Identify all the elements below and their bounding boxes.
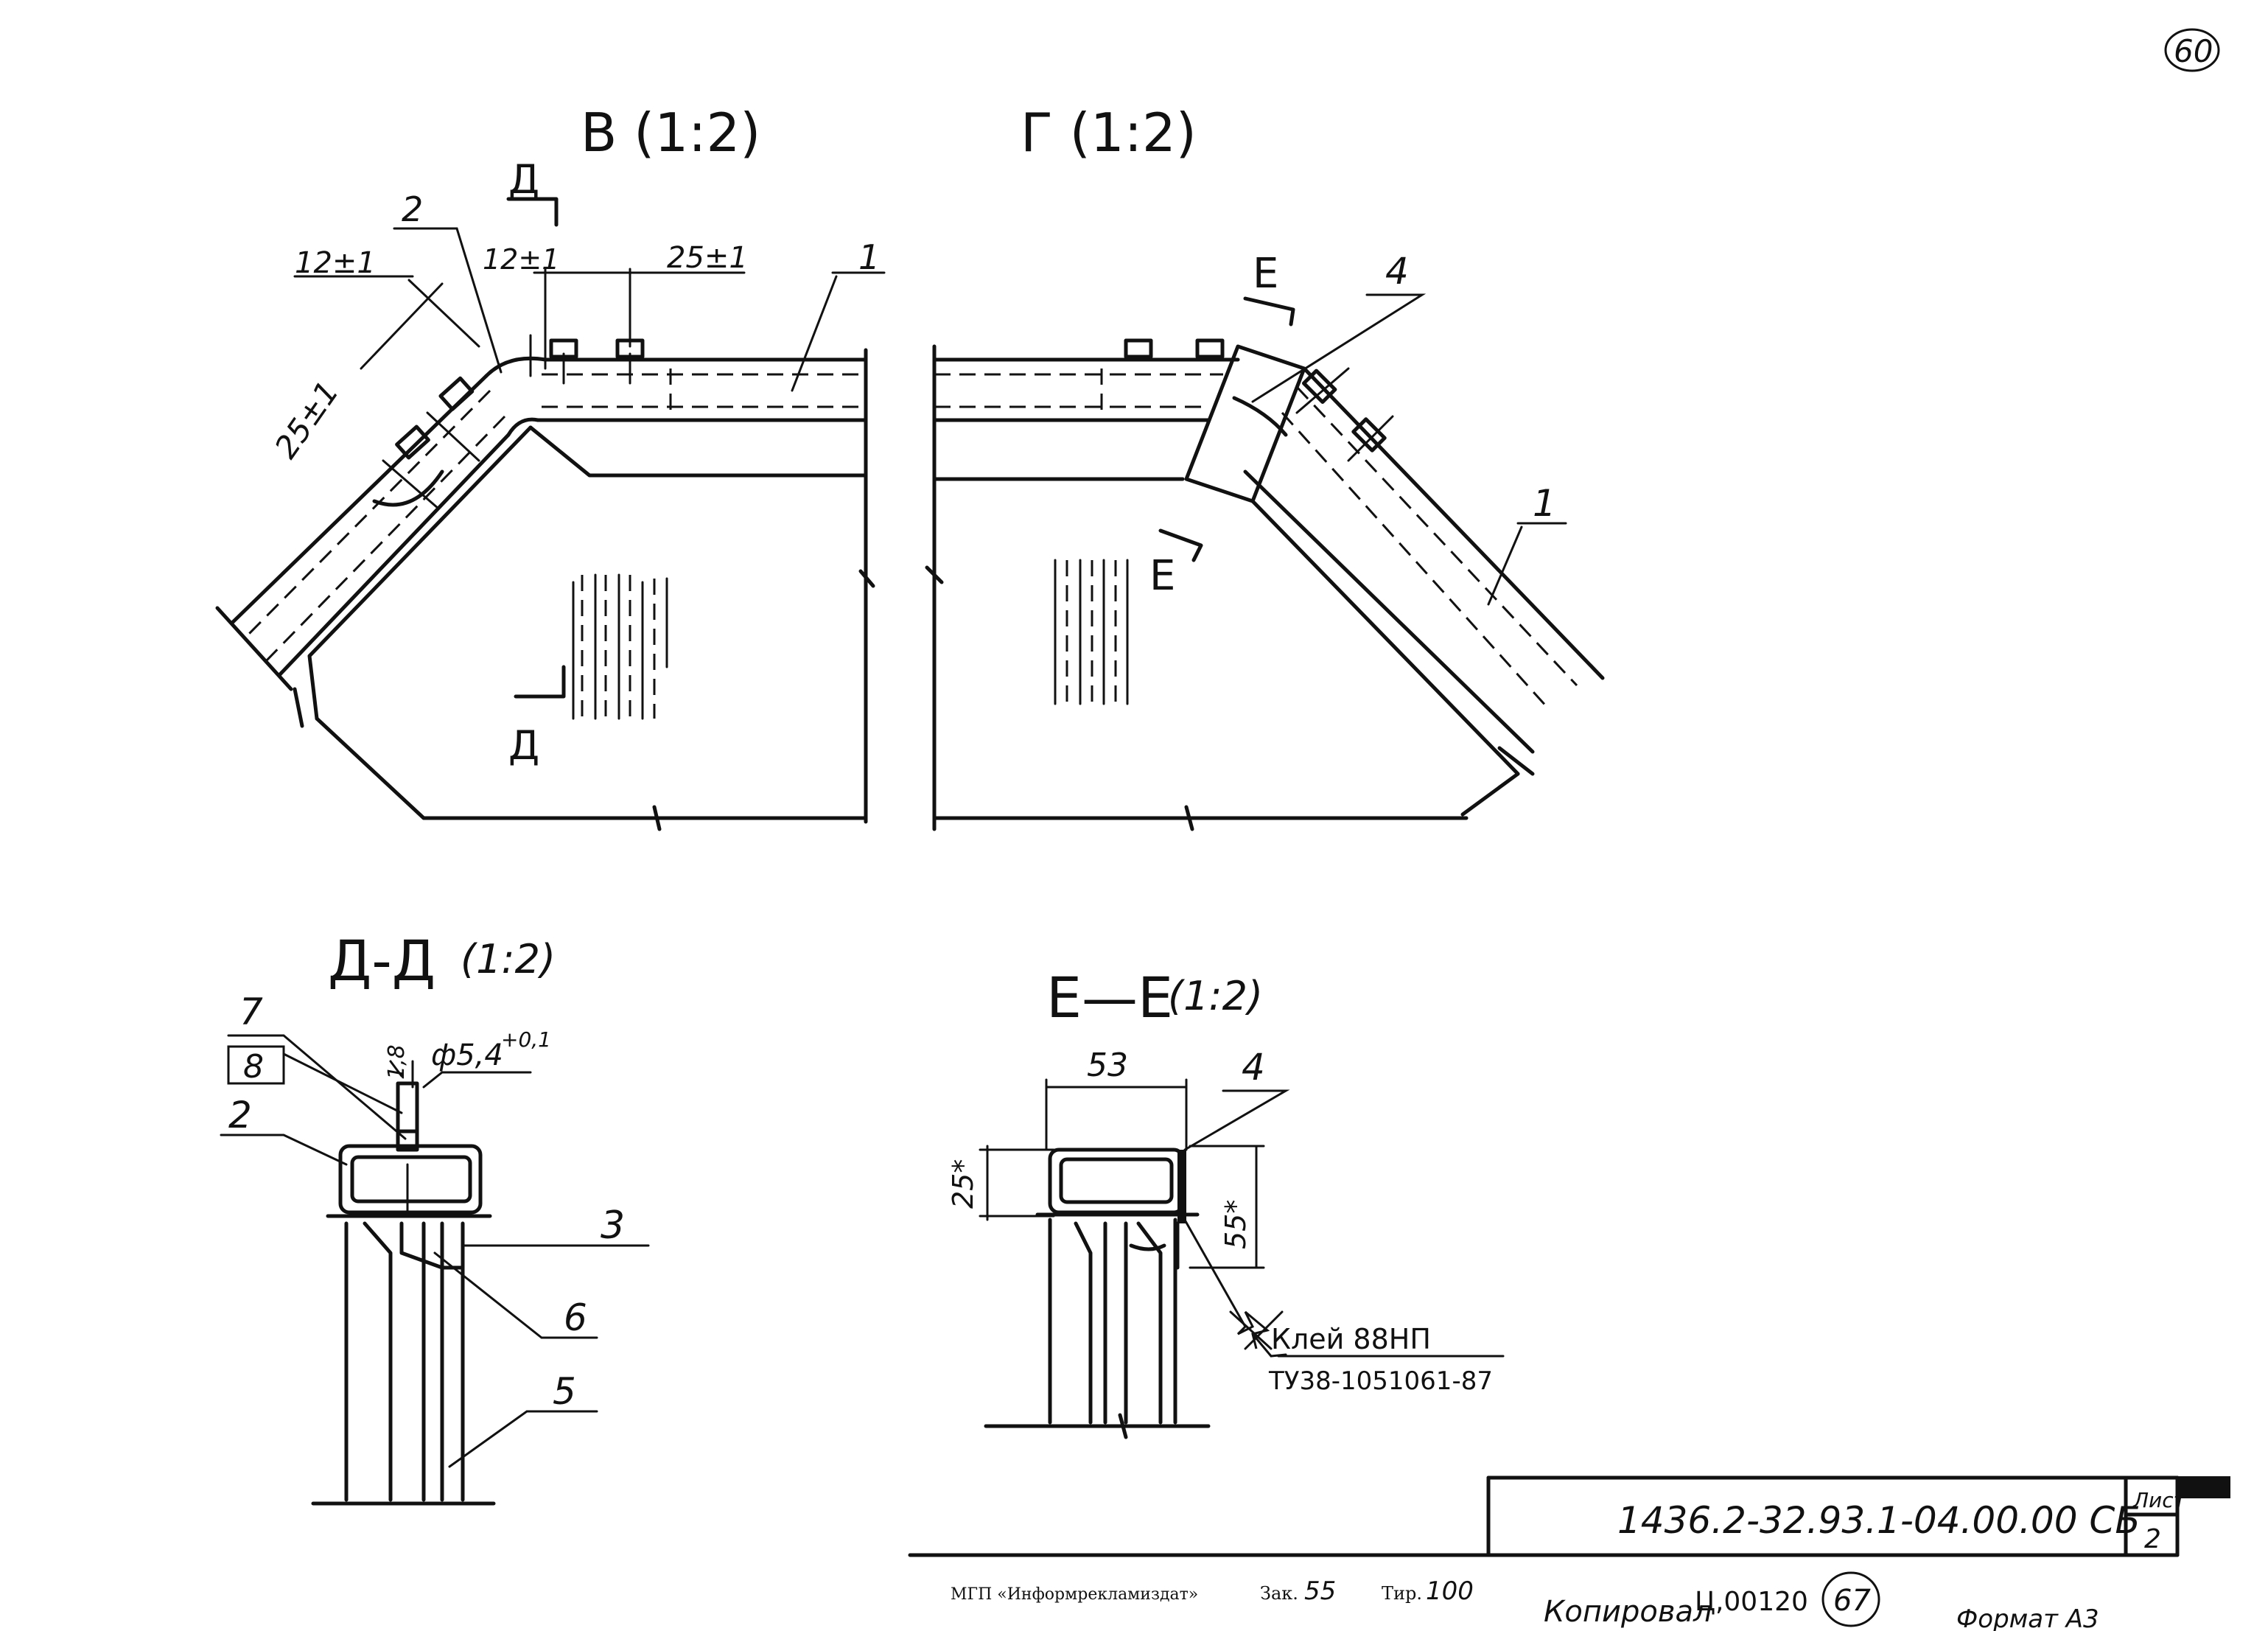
title-block: 1436.2-32.93.1-04.00.00 СБ Лист 2 [908, 1475, 2230, 1557]
section-dd-dim-thread: 1,8 [384, 1044, 410, 1080]
section-dd-title: Д-Д [328, 928, 435, 993]
section-ee-scale: (1:2) [1168, 973, 1263, 1019]
view-v: В (1:2) 12±1 [215, 102, 886, 831]
section-ee-title: Е—Е [1046, 965, 1173, 1030]
footer-order-label: Зак. [1260, 1583, 1298, 1604]
sheet-number-top: 60 [2174, 33, 2213, 69]
view-g: Г (1:2) Е Е [925, 102, 1605, 831]
view-v-dim-b: 12±1 [295, 246, 376, 280]
title-block-designation: 1436.2-32.93.1-04.00.00 СБ [1617, 1499, 2141, 1542]
footer: МГП «Информрекламиздат» Зак. 55 Тир. 100… [951, 1571, 2099, 1631]
view-v-section-top: Д [508, 156, 539, 203]
view-v-section-bottom: Д [508, 722, 539, 769]
section-ee-glue-spec: ТУ38-1051061-87 [1268, 1366, 1493, 1396]
view-g-title: Г (1:2) [1021, 102, 1197, 164]
section-ee-dim-height-left: 25* [947, 1159, 979, 1209]
footer-print-run-value: 100 [1426, 1576, 1474, 1606]
view-v-dim-a: 12±1 [483, 243, 559, 276]
view-v-dim-c: 25±1 [667, 241, 748, 275]
view-g-section-bottom: Е [1149, 552, 1175, 600]
section-ee-dim-width: 53 [1087, 1047, 1128, 1084]
section-dd-callout-5: 5 [553, 1370, 576, 1413]
title-block-sheet-label: Лист [2132, 1488, 2186, 1512]
view-g-callout-1: 1 [1533, 482, 1556, 525]
section-ee: Е—Е (1:2) 53 25* 55* 4 Клей 88НП ТУ38-10… [947, 965, 1505, 1439]
footer-print-run-label: Тир. [1382, 1583, 1422, 1604]
section-ee-glue-name: Клей 88НП [1271, 1323, 1431, 1355]
view-v-title: В (1:2) [581, 102, 760, 164]
section-dd-scale: (1:2) [461, 936, 556, 982]
sheet-number-mark: 60 [2164, 28, 2220, 72]
section-dd-callout-6: 6 [564, 1296, 587, 1339]
section-dd-callout-3: 3 [601, 1204, 625, 1248]
view-g-callout-4: 4 [1385, 250, 1409, 293]
section-ee-callout-4: 4 [1242, 1046, 1265, 1089]
footer-format: Формат А3 [1956, 1604, 2099, 1631]
view-v-callout-1: 1 [858, 237, 880, 277]
section-dd: Д-Д (1:2) 1,8 ф5,4 +0,1 7 8 2 3 6 5 [220, 928, 650, 1506]
title-block-sheet-number: 2 [2144, 1524, 2161, 1554]
view-v-callout-2: 2 [402, 189, 423, 229]
view-g-section-top: Е [1253, 250, 1278, 298]
section-dd-callout-2: 2 [228, 1094, 252, 1136]
footer-page-circle: 67 [1833, 1584, 1871, 1618]
section-dd-callout-7: 7 [239, 991, 263, 1033]
footer-copied-value: Ц,00120 [1695, 1587, 1808, 1617]
section-dd-dim-tolerance: +0,1 [501, 1027, 551, 1052]
section-dd-callout-8: 8 [243, 1048, 264, 1086]
footer-publisher: МГП «Информрекламиздат» [951, 1585, 1198, 1604]
footer-copied-label: Копировал [1544, 1595, 1712, 1629]
section-ee-dim-height-right: 55* [1219, 1200, 1252, 1249]
footer-order-value: 55 [1304, 1576, 1336, 1606]
section-dd-dim-diameter: ф5,4 [431, 1038, 503, 1072]
view-v-dim-d: 25±1 [267, 374, 346, 465]
